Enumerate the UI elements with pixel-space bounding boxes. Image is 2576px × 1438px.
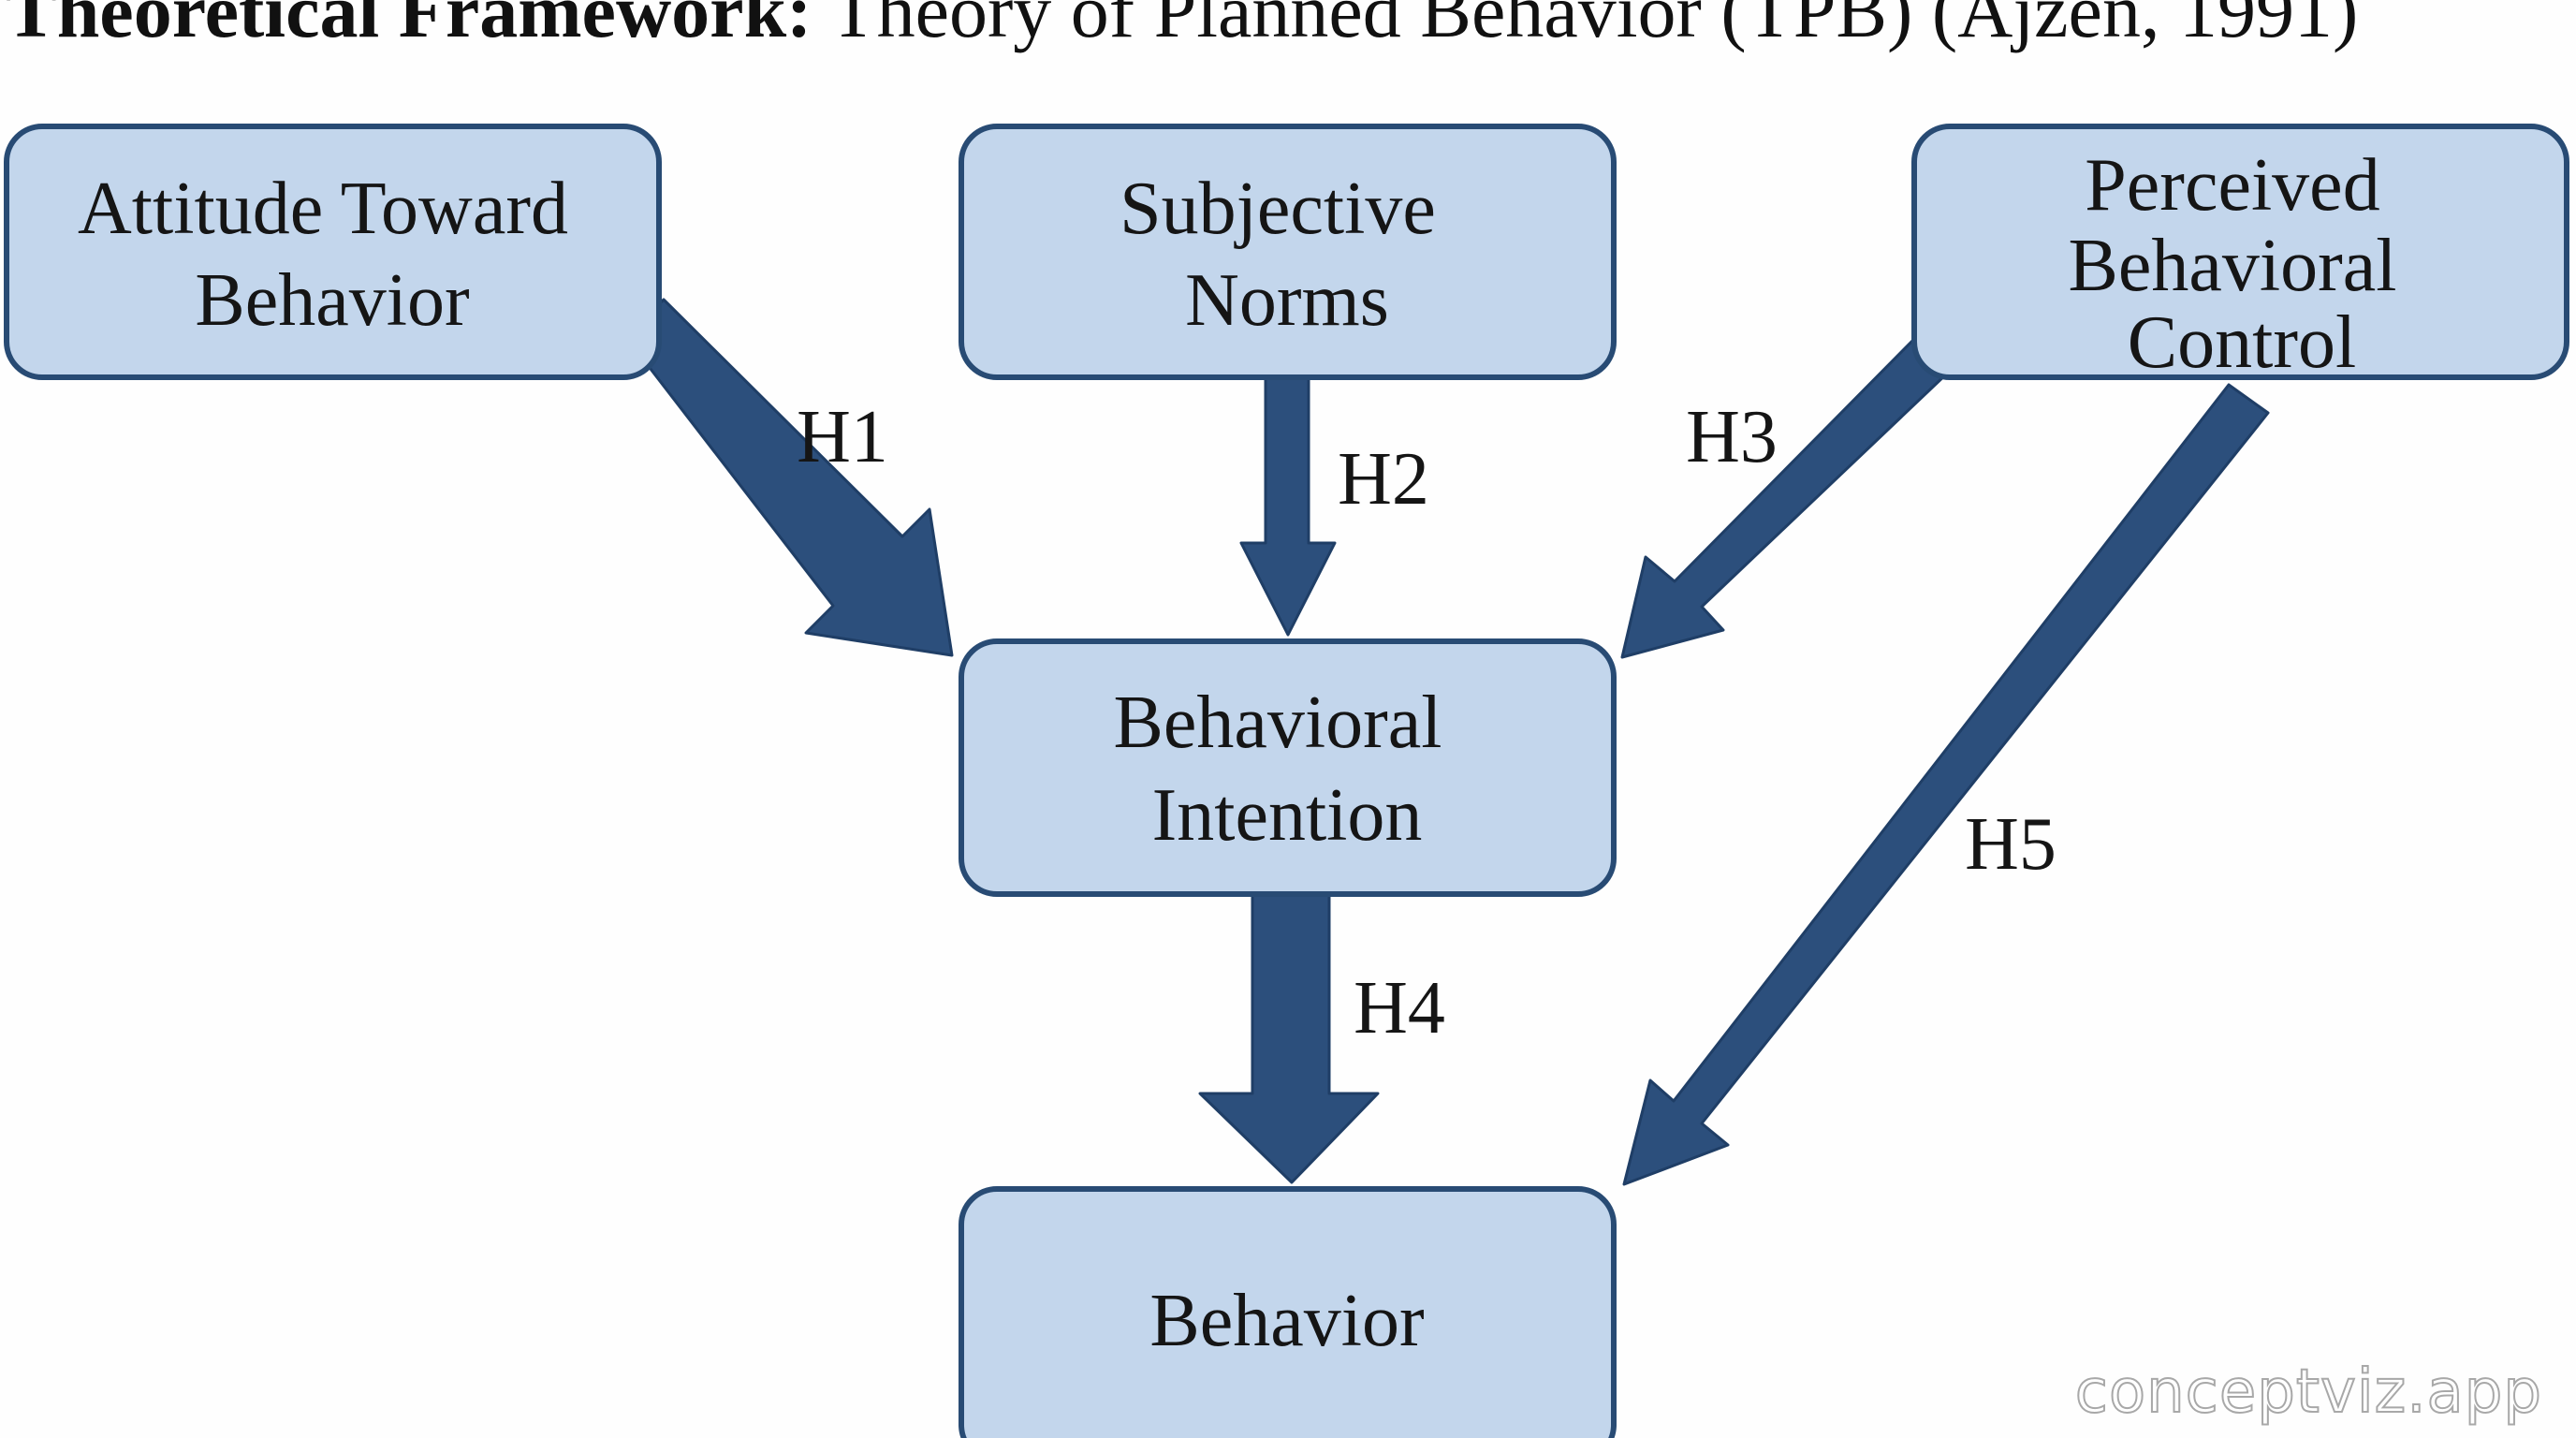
node-pbc-label: Perceived Behavioral Control: [2069, 144, 2416, 384]
edge-h3: H3: [1620, 336, 1950, 659]
edge-label-h4: H4: [1354, 967, 1445, 1049]
arrow-h1: [623, 298, 954, 657]
title-regular: Theory of Planned Behavior (TPB) (Ajzen,…: [812, 0, 2359, 53]
node-behavior: Behavior: [959, 1186, 1617, 1438]
node-behavioral-intention: Behavioral Intention: [959, 638, 1617, 897]
diagram-title: Theoretical Framework: Theory of Planned…: [6, 0, 2358, 58]
node-perceived-behavioral-control: Perceived Behavioral Control: [1911, 124, 2569, 384]
node-behavior-label: Behavior: [1149, 1280, 1424, 1362]
node-intention-label: Behavioral Intention: [1114, 682, 1461, 857]
edge-label-h2: H2: [1338, 438, 1429, 521]
edge-label-h5: H5: [1965, 803, 2056, 886]
edge-h5: H5: [1622, 383, 2270, 1186]
node-attitude: Attitude Toward Behavior: [4, 124, 662, 380]
edge-h4: H4: [1198, 892, 1445, 1184]
node-attitude-label: Attitude Toward Behavior: [78, 168, 587, 342]
arrow-h3: [1620, 336, 1950, 659]
edge-h1: H1: [623, 298, 954, 657]
edge-label-h3: H3: [1686, 396, 1778, 478]
edge-h2: H2: [1239, 373, 1429, 637]
arrow-h4: [1198, 892, 1380, 1184]
node-subjective-norms: Subjective Norms: [959, 124, 1617, 380]
title-bold: Theoretical Framework:: [6, 0, 812, 53]
node-norms-label: Subjective Norms: [1120, 168, 1455, 342]
edge-label-h1: H1: [797, 396, 888, 478]
arrow-h5: [1622, 383, 2270, 1186]
arrow-h2: [1239, 373, 1337, 637]
watermark: conceptviz.app: [2074, 1357, 2542, 1428]
